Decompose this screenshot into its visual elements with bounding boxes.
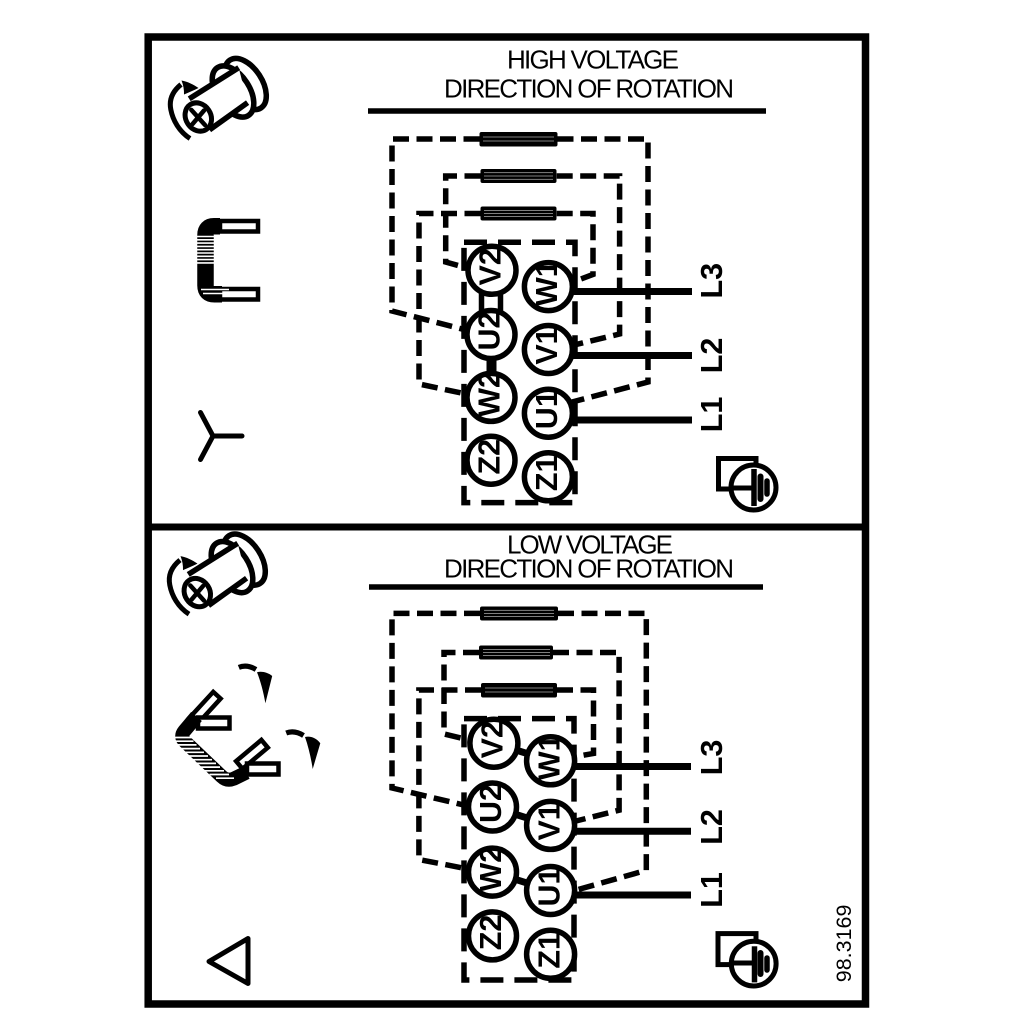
svg-text:Z2: Z2 <box>473 439 507 475</box>
svg-text:V2: V2 <box>474 248 508 285</box>
svg-text:Z2: Z2 <box>474 915 508 951</box>
svg-text:Z1: Z1 <box>530 455 564 491</box>
svg-text:L1: L1 <box>695 872 729 908</box>
svg-text:U1: U1 <box>530 390 564 429</box>
svg-text:U1: U1 <box>532 867 566 906</box>
svg-text:W2: W2 <box>473 371 507 417</box>
svg-text:U2: U2 <box>473 312 507 351</box>
svg-text:U2: U2 <box>474 784 508 823</box>
svg-text:98.3169: 98.3169 <box>832 905 856 983</box>
svg-text:V1: V1 <box>532 803 566 840</box>
svg-text:V1: V1 <box>530 327 564 364</box>
svg-text:LOW VOLTAGE: LOW VOLTAGE <box>507 530 673 560</box>
svg-text:L2: L2 <box>695 338 729 374</box>
svg-text:W1: W1 <box>530 260 564 306</box>
svg-text:DIRECTION OF ROTATION: DIRECTION OF ROTATION <box>444 554 734 584</box>
svg-text:L1: L1 <box>695 397 729 433</box>
svg-text:L2: L2 <box>695 809 729 845</box>
svg-text:Z1: Z1 <box>532 933 566 969</box>
svg-text:V2: V2 <box>476 721 510 758</box>
svg-text:W1: W1 <box>532 734 566 780</box>
svg-text:L3: L3 <box>695 740 729 776</box>
svg-text:W2: W2 <box>474 846 508 892</box>
svg-text:DIRECTION OF ROTATION: DIRECTION OF ROTATION <box>444 74 734 104</box>
svg-text:L3: L3 <box>695 263 729 299</box>
svg-text:HIGH VOLTAGE: HIGH VOLTAGE <box>507 45 679 75</box>
